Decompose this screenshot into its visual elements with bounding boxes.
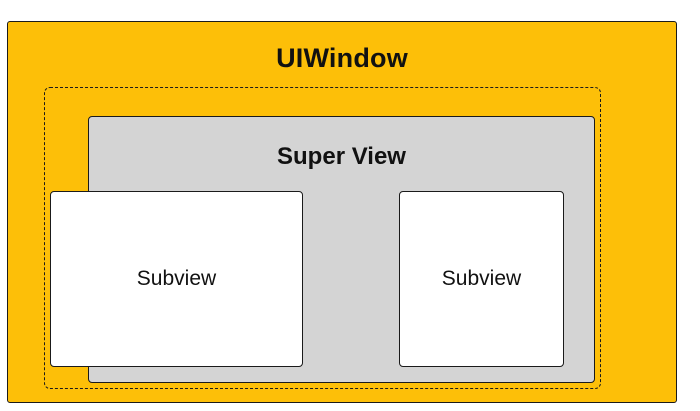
subview-label-right: Subview (441, 267, 522, 290)
subview-label-left: Subview (136, 267, 217, 290)
uiwindow-title: UIWindow (276, 43, 408, 73)
subview-box-right: Subview (399, 191, 564, 367)
window-bounds-dashed-outline (44, 87, 601, 389)
subview-box-left: Subview (50, 191, 303, 367)
superview-title: Super View (277, 143, 406, 170)
